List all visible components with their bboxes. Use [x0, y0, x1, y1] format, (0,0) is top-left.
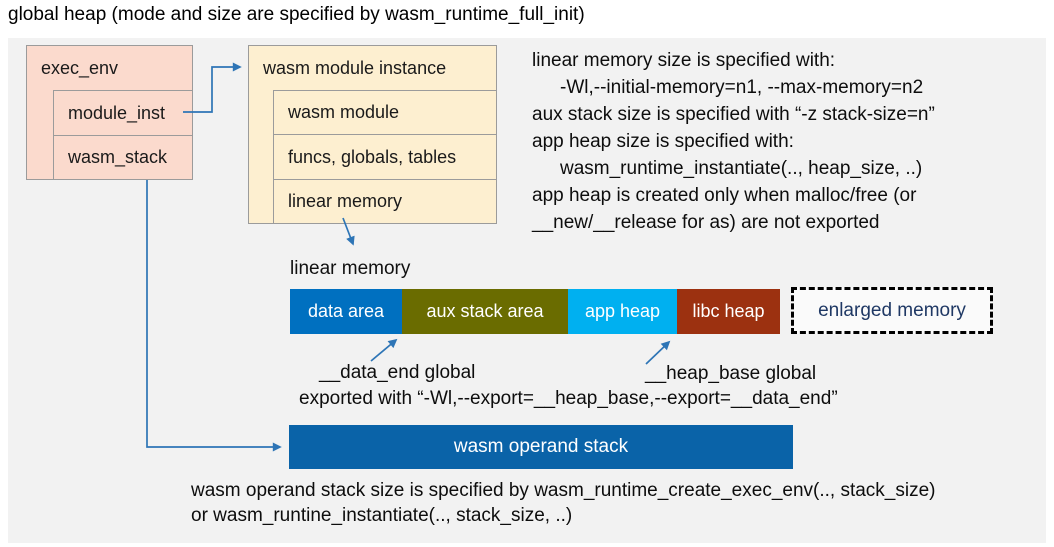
export-note: exported with “-Wl,--export=__heap_base,…: [299, 388, 838, 409]
linear-memory-bar: data area aux stack area app heap libc h…: [290, 289, 780, 334]
heap-base-global-label: __heap_base global: [645, 363, 817, 384]
module-instance-row-linear-memory: linear memory: [273, 179, 497, 224]
segment-aux-stack-area: aux stack area: [402, 289, 568, 334]
linear-memory-label: linear memory: [290, 258, 411, 279]
exec-env-row-wasm-stack: wasm_stack: [53, 135, 193, 180]
enlarged-memory-box: enlarged memory: [791, 287, 993, 334]
note-line: __new/__release for as) are not exported: [532, 212, 880, 233]
segment-libc-heap: libc heap: [677, 289, 780, 334]
note-line: or wasm_runtine_instantiate(.., stack_si…: [191, 505, 573, 526]
wasm-operand-stack-bar: wasm operand stack: [289, 425, 793, 469]
operand-stack-notes: wasm operand stack size is specified by …: [191, 478, 936, 528]
note-line: aux stack size is specified with “-z sta…: [532, 104, 935, 125]
data-end-global-label: __data_end global: [319, 362, 476, 383]
note-line: linear memory size is specified with:: [532, 50, 836, 71]
note-line: wasm_runtime_instantiate(.., heap_size, …: [560, 158, 923, 179]
diagram-title: global heap (mode and size are specified…: [8, 4, 585, 25]
note-line: wasm operand stack size is specified by …: [191, 480, 936, 501]
exec-env-header: exec_env: [41, 58, 119, 78]
module-instance-row-wasm-module: wasm module: [273, 90, 497, 135]
segment-app-heap: app heap: [568, 289, 677, 334]
memory-size-notes: linear memory size is specified with: -W…: [532, 47, 935, 236]
note-line: app heap size is specified with:: [532, 131, 794, 152]
module-instance-header: wasm module instance: [263, 58, 447, 78]
note-line: app heap is created only when malloc/fre…: [532, 185, 917, 206]
segment-data-area: data area: [290, 289, 402, 334]
exec-env-row-module-inst: module_inst: [53, 90, 193, 136]
note-line: -Wl,--initial-memory=n1, --max-memory=n2: [560, 77, 924, 98]
module-instance-row-funcs-globals-tables: funcs, globals, tables: [273, 134, 497, 180]
